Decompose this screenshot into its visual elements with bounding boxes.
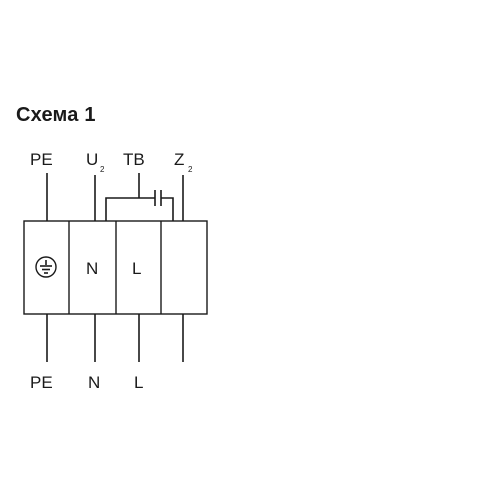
top-label-pe: PE [30,150,53,169]
bottom-label-l: L [134,373,143,392]
top-label-z-subscript: 2 [188,165,193,174]
diagram-title: Схема 1 [16,104,96,126]
capacitor-bridge [105,190,174,221]
top-label-z: Z [174,150,184,169]
top-label-tb: TB [123,150,145,169]
ground-icon [35,256,57,278]
bottom-label-n: N [88,373,100,392]
cell-label-n: N [86,259,98,278]
bottom-label-pe: PE [30,373,53,392]
cell-label-l: L [132,259,141,278]
top-label-u-subscript: 2 [100,165,105,174]
terminal-block: N L [23,220,208,315]
top-label-u: U [86,150,98,169]
